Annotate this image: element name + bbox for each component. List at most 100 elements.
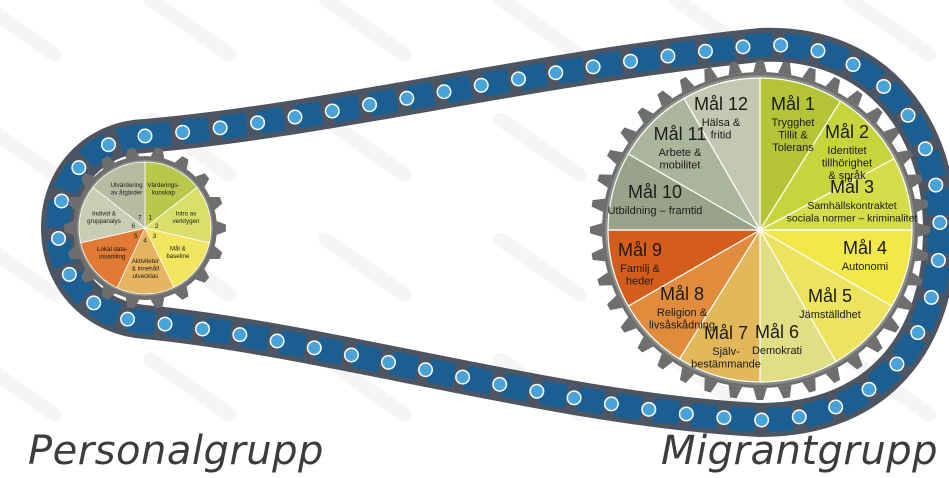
- label-s2-text: verktygen: [173, 218, 200, 225]
- sprocket-tooth: [883, 127, 900, 143]
- watermark-mark: [318, 112, 412, 182]
- watermark-mark: [0, 232, 62, 302]
- label-mal11-title: Mål 11: [654, 124, 707, 144]
- chain-roller: [877, 80, 890, 93]
- chain-roller: [530, 385, 543, 398]
- chain-roller: [932, 254, 945, 267]
- label-s4-text: Aktiviteter: [132, 258, 159, 265]
- chain-roller: [363, 98, 376, 111]
- label-mal7-title: Mål 7: [704, 323, 748, 343]
- watermark-mark: [318, 0, 412, 62]
- chain-roller: [512, 72, 525, 85]
- sprocket-tooth: [607, 295, 623, 311]
- chain-roller: [568, 391, 581, 404]
- chain-roller: [642, 403, 655, 416]
- chain-roller: [438, 85, 451, 98]
- label-s2-number: 2: [155, 223, 159, 230]
- caption-personalgrupp: Personalgrupp: [28, 428, 324, 474]
- label-mal10-title: Mål 10: [628, 182, 682, 202]
- sprocket-tooth: [753, 387, 767, 400]
- label-mal2-text: & språk: [828, 170, 866, 182]
- label-s5-text: Lokal data-: [97, 246, 128, 253]
- label-mal1-text: Tolerans: [772, 142, 814, 154]
- sprocket-tooth: [150, 297, 165, 309]
- sprocket-tooth: [704, 378, 718, 393]
- chain-roller: [929, 179, 942, 192]
- watermark-mark: [0, 352, 62, 422]
- label-mal10-text: Utbildning – framtid: [608, 205, 703, 217]
- chain-roller: [811, 44, 824, 57]
- sprocket-tooth: [897, 149, 913, 165]
- chain-roller: [326, 105, 339, 118]
- label-mal11-text: mobilitet: [660, 160, 701, 172]
- label-s3-number: 3: [153, 233, 157, 240]
- label-mal9-text: heder: [626, 276, 654, 288]
- chain-roller: [233, 328, 246, 341]
- label-mal12-text: fritid: [711, 130, 732, 142]
- chain-roller: [55, 194, 68, 207]
- label-mal5-text: Jämställdhet: [799, 309, 861, 321]
- chain-roller: [196, 322, 209, 335]
- label-s1-text: Värderings-: [147, 182, 179, 189]
- chain-roller: [925, 291, 938, 304]
- sprocket-tooth: [80, 268, 95, 283]
- chain-roller: [829, 401, 842, 414]
- chain-roller: [755, 413, 768, 426]
- sprocket-tooth: [67, 246, 81, 259]
- sprocket-tooth: [917, 223, 930, 237]
- label-mal1-text: Tillit &: [778, 130, 808, 142]
- sprocket-tooth: [908, 272, 923, 286]
- segment-s5: [80, 227, 146, 289]
- chain-roller: [902, 109, 915, 122]
- chain-roller: [139, 130, 151, 142]
- label-s6-text: gruppanalys: [87, 218, 121, 225]
- chain-roller: [911, 326, 924, 339]
- label-mal1-text: Trygghet: [771, 117, 814, 129]
- label-mal8-text: livsåskådning: [649, 320, 715, 332]
- label-mal11-text: Arbete &: [659, 147, 702, 159]
- sprocket-tooth: [597, 174, 612, 188]
- sprocket-tooth: [847, 353, 863, 370]
- label-mal3-title: Mål 3: [830, 177, 874, 197]
- segment-s7: [92, 161, 146, 229]
- sprocket-tooth: [753, 60, 767, 73]
- bicycle-chain: [41, 27, 949, 437]
- chain-roller: [736, 40, 749, 53]
- segment-mal7: [678, 227, 761, 383]
- label-mal8-text: Religion &: [657, 307, 708, 319]
- label-mal6-text: Demokrati: [752, 345, 802, 357]
- label-mal3-text: sociala normer – kriminalitet: [787, 213, 918, 225]
- chain-roller: [587, 60, 600, 73]
- segment-s1: [144, 161, 198, 229]
- chain-inner-links: [45, 32, 949, 433]
- label-s7-number: 7: [138, 215, 142, 222]
- chain-roller: [308, 341, 321, 354]
- watermark-mark: [493, 0, 587, 62]
- sprocket-tooth: [883, 317, 900, 333]
- sprocket-tooth: [195, 268, 210, 283]
- sprocket-tooth: [866, 107, 883, 124]
- sprocket-tooth: [657, 90, 673, 107]
- sprocket-tooth: [914, 247, 929, 262]
- label-s6-number: 6: [131, 223, 135, 230]
- label-s7-text: Utvärdering: [111, 182, 144, 189]
- sprocket-tooth: [777, 384, 792, 399]
- sprocket-tooth: [101, 286, 116, 300]
- chain-roller: [680, 407, 693, 420]
- sprocket-tooth: [125, 297, 140, 309]
- sprocket-tooth: [914, 198, 929, 213]
- sprocket-tooth: [704, 67, 718, 82]
- chain-roller: [382, 356, 395, 369]
- chain-roller: [774, 39, 787, 52]
- chain-roller: [493, 378, 506, 391]
- label-s7-text: av åtgärder: [111, 189, 142, 196]
- sprocket-tooth: [679, 367, 695, 383]
- label-s1-text: kunskap: [152, 189, 176, 196]
- label-mal2-title: Mål 2: [825, 122, 869, 142]
- sprocket-tooth: [216, 221, 226, 235]
- label-mal4-title: Mål 4: [843, 238, 887, 258]
- label-s4-text: & innehåll: [132, 265, 159, 272]
